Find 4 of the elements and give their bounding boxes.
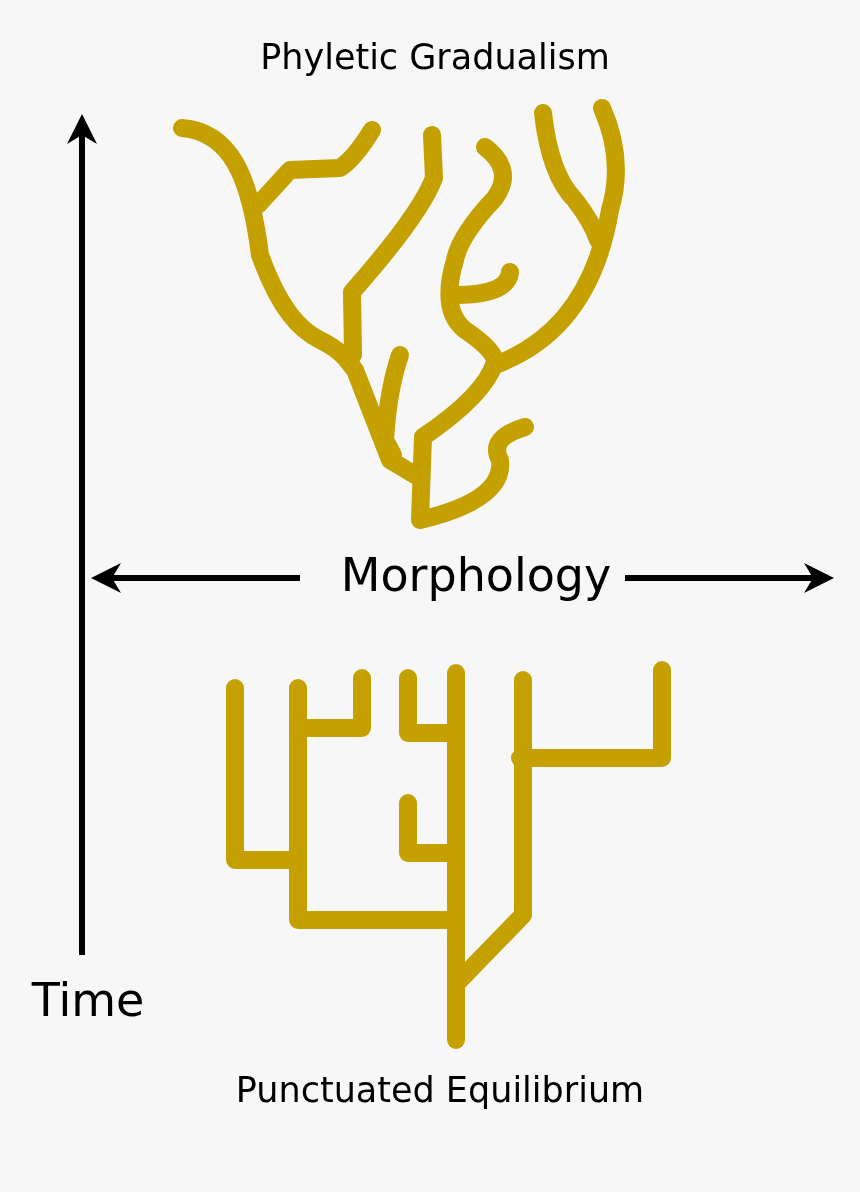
- caption: Punctuated Equilibrium: [235, 1070, 645, 1110]
- axis-label: Morphology: [340, 549, 612, 601]
- heading: Phyletic Gradualism: [260, 37, 610, 77]
- axis-label: Time: [31, 974, 145, 1026]
